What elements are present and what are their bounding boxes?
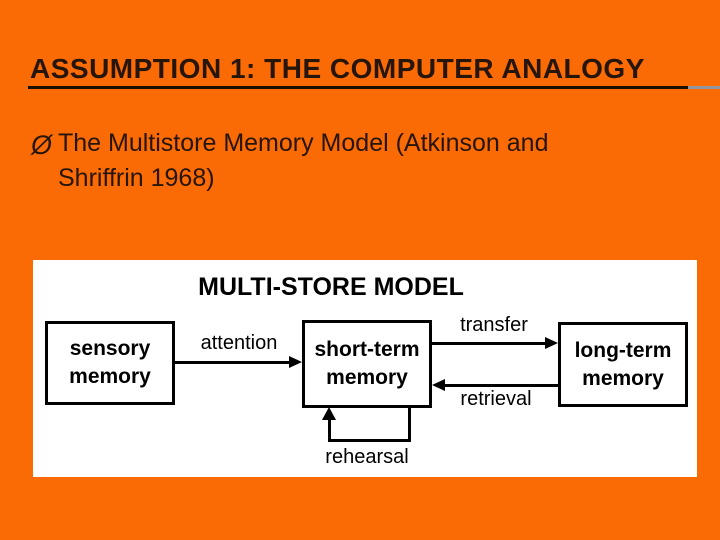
box-sensory-line-1: sensory (69, 337, 151, 360)
bullet-icon: Ø (31, 130, 53, 160)
arrowhead-up-icon (322, 407, 336, 420)
box-long-line-1: long-term (574, 338, 672, 362)
rehearsal-loop-right-line (408, 408, 411, 442)
bullet-line-1: The Multistore Memory Model (Atkinson an… (58, 129, 549, 157)
box-sensory-memory: sensory memory (45, 321, 175, 405)
box-long-line-2: memory (582, 366, 664, 390)
bullet-text: The Multistore Memory Model (Atkinson an… (58, 126, 678, 196)
transfer-label: transfer (460, 314, 528, 336)
transfer-arrow-line (432, 342, 545, 345)
retrieval-label: retrieval (460, 388, 532, 410)
attention-arrow-line (175, 361, 289, 364)
page-title: ASSUMPTION 1: THE COMPUTER ANALOGY (30, 53, 645, 84)
title-underline-extension (688, 86, 720, 89)
bullet-line-2: Shriffrin 1968) (58, 164, 215, 192)
box-short-term-memory: short-term memory (302, 320, 432, 408)
rehearsal-loop-left-line (328, 419, 331, 442)
rehearsal-loop-bottom-line (328, 439, 411, 442)
arrowhead-right-icon (289, 356, 302, 368)
arrowhead-right-icon (545, 337, 558, 349)
title-underline (28, 86, 688, 89)
box-short-line-1: short-term (314, 338, 420, 361)
diagram-panel: MULTI-STORE MODEL sensory memory short-t… (33, 260, 697, 477)
rehearsal-label: rehearsal (325, 446, 409, 468)
attention-label: attention (200, 332, 278, 354)
box-short-line-2: memory (326, 366, 408, 389)
diagram-title: MULTI-STORE MODEL (198, 273, 464, 301)
arrowhead-left-icon (432, 379, 445, 391)
box-sensory-line-2: memory (69, 365, 151, 388)
box-long-term-memory: long-term memory (558, 322, 688, 407)
retrieval-arrow-line (445, 384, 558, 387)
